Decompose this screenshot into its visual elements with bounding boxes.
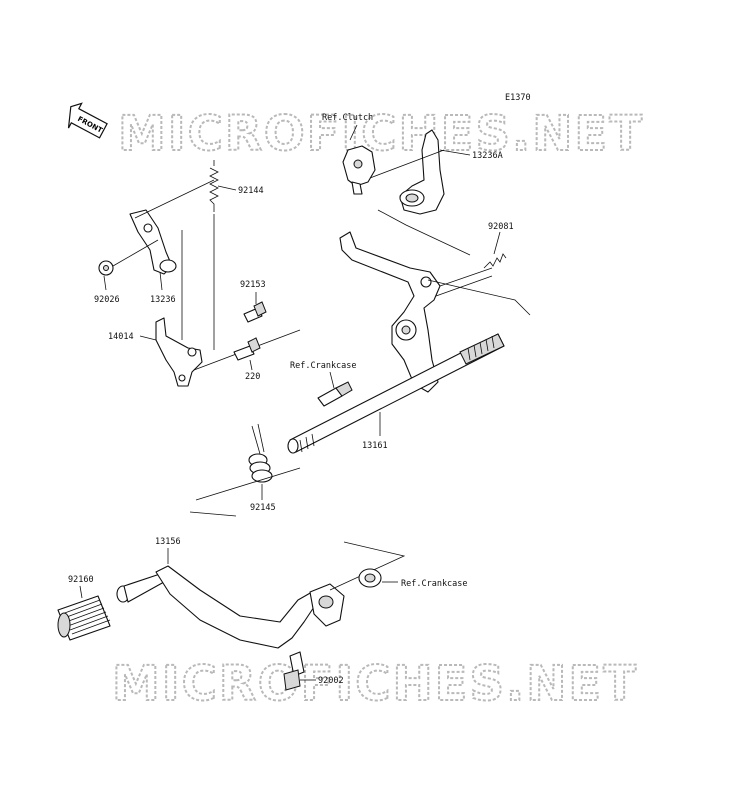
leader-92081 <box>493 231 501 255</box>
label-92081: 92081 <box>488 222 514 232</box>
label-220: 220 <box>245 372 260 382</box>
leader-assembly-top <box>377 209 471 256</box>
label-92026: 92026 <box>94 295 120 305</box>
front-arrow-icon: FRONT <box>67 102 108 139</box>
part-92144-spring <box>209 160 219 212</box>
leader-14014 <box>139 335 157 341</box>
part-92160-rubber <box>57 595 111 641</box>
label-ref-clutch: Ref.Clutch <box>322 113 373 123</box>
label-92145: 92145 <box>250 503 276 513</box>
leader-92026 <box>103 275 107 291</box>
leader-pedal-right <box>329 541 406 591</box>
part-92081-spring <box>483 253 507 269</box>
label-13156: 13156 <box>155 537 181 547</box>
part-clutch-ref-lever <box>342 145 376 195</box>
label-92002: 92002 <box>318 676 344 686</box>
leader-220 <box>249 359 253 371</box>
label-13236: 13236 <box>150 295 176 305</box>
part-92002-bolt <box>283 651 305 691</box>
leader-arm-right <box>427 279 531 316</box>
label-ref-crankcase-2: Ref.Crankcase <box>401 579 468 589</box>
leader-92144 <box>217 185 237 191</box>
part-13161-shaft <box>287 333 505 454</box>
part-crankcase-pin <box>317 381 353 407</box>
label-14014: 14014 <box>108 332 134 342</box>
part-92026-washer <box>98 260 114 276</box>
leader-ref-crankcase-1 <box>329 371 335 389</box>
part-92145-spring <box>248 423 273 483</box>
label-92153: 92153 <box>240 280 266 290</box>
part-13236A-lever <box>399 129 445 215</box>
part-13236-lever <box>129 209 177 275</box>
label-13161: 13161 <box>362 441 388 451</box>
part-13156-pedal <box>116 565 345 649</box>
part-220-bolt <box>233 337 261 361</box>
label-92144: 92144 <box>238 186 264 196</box>
part-14014-bracket <box>155 317 203 387</box>
leader-13236A-b <box>439 149 471 156</box>
leader-92026-a <box>112 239 159 267</box>
watermark-bottom: MICROFICHES.NET <box>112 656 638 712</box>
label-ref-crankcase-1: Ref.Crankcase <box>290 361 357 371</box>
leader-13236-top <box>134 179 215 219</box>
leader-92145-cross <box>189 467 301 517</box>
watermark-top: MICROFICHES.NET <box>118 106 644 162</box>
part-crankcase-washer <box>358 568 382 588</box>
part-92153-bolt <box>243 301 267 323</box>
leader-13236 <box>159 271 163 291</box>
diagram-code: E1370 <box>505 93 531 103</box>
leader-92160 <box>79 585 83 599</box>
label-92160: 92160 <box>68 575 94 585</box>
part-shift-arm <box>339 231 493 393</box>
leader-ref-clutch <box>349 124 358 141</box>
leader-13236A-a <box>369 149 445 179</box>
label-13236A: 13236A <box>472 151 503 161</box>
